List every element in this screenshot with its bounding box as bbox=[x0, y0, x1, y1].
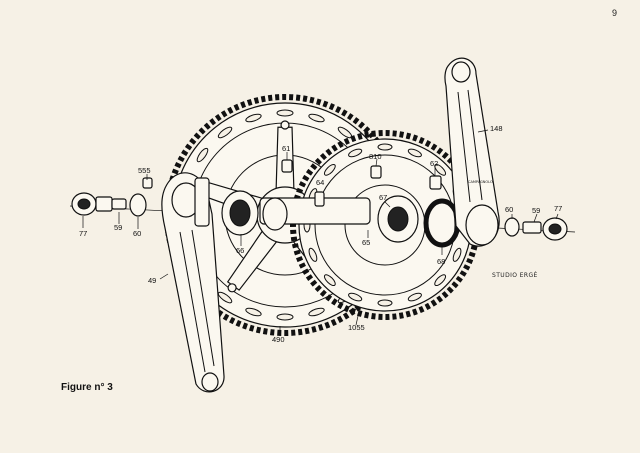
label-64: 64 bbox=[316, 178, 325, 187]
label-490: 490 bbox=[272, 335, 285, 344]
chainring-slot bbox=[434, 274, 447, 287]
leader-lines bbox=[82, 129, 559, 336]
chainring-slot bbox=[323, 274, 336, 287]
chainring-slot bbox=[245, 307, 262, 317]
spider-bolt bbox=[227, 283, 237, 293]
chainring-slot bbox=[452, 247, 462, 262]
label-810: 810 bbox=[369, 152, 382, 161]
label-66: 66 bbox=[236, 246, 245, 255]
label-68: 68 bbox=[437, 257, 446, 266]
crank-stamp: CAMPAGNOLO bbox=[468, 180, 493, 184]
chainring-slot bbox=[308, 307, 325, 317]
spider-bolt bbox=[280, 120, 290, 130]
label-77-right: 77 bbox=[554, 204, 563, 213]
label-77-left: 77 bbox=[79, 229, 88, 238]
label-49: 49 bbox=[148, 276, 157, 285]
left-crank bbox=[161, 172, 225, 393]
label-67: 67 bbox=[379, 193, 388, 202]
label-1055: 1055 bbox=[348, 323, 365, 332]
bottom-bracket bbox=[221, 190, 419, 243]
chainring-slot bbox=[217, 291, 233, 304]
page-number: 9 bbox=[612, 8, 618, 18]
label-62: 62 bbox=[430, 159, 439, 168]
chainring-slot bbox=[196, 147, 209, 163]
chainring-slot bbox=[348, 148, 363, 158]
chainring-slot bbox=[308, 247, 318, 262]
chainring-slot bbox=[407, 148, 422, 158]
figure-caption: Figure n° 3 bbox=[61, 382, 113, 393]
chainring-slot bbox=[407, 292, 422, 302]
right-crank: CAMPAGNOLO bbox=[444, 57, 500, 247]
chainring-slot bbox=[323, 163, 336, 176]
label-59-right: 59 bbox=[532, 206, 541, 215]
chainring-slot bbox=[276, 109, 294, 117]
studio-credit: STUDIO ERGÉ bbox=[492, 272, 538, 279]
chainring-slot bbox=[348, 292, 363, 302]
label-148: 148 bbox=[490, 124, 503, 133]
left-fixing-parts bbox=[71, 192, 147, 217]
chainring-slot bbox=[276, 313, 294, 321]
right-fixing-parts bbox=[504, 217, 568, 241]
label-65: 65 bbox=[362, 238, 371, 247]
label-61: 61 bbox=[282, 144, 291, 153]
label-60-left: 60 bbox=[133, 229, 142, 238]
chainring-slot bbox=[245, 113, 262, 123]
chainring-bolts bbox=[142, 159, 442, 207]
chainring-slot bbox=[434, 163, 447, 176]
chainring-slot bbox=[377, 143, 393, 151]
chainring-slot bbox=[308, 113, 325, 123]
label-59-left: 59 bbox=[114, 223, 123, 232]
spider-arm bbox=[275, 126, 295, 192]
chainring-slot bbox=[217, 126, 233, 139]
chainring-slot bbox=[377, 299, 393, 307]
label-60-right: 60 bbox=[505, 205, 514, 214]
label-555: 555 bbox=[138, 166, 151, 175]
